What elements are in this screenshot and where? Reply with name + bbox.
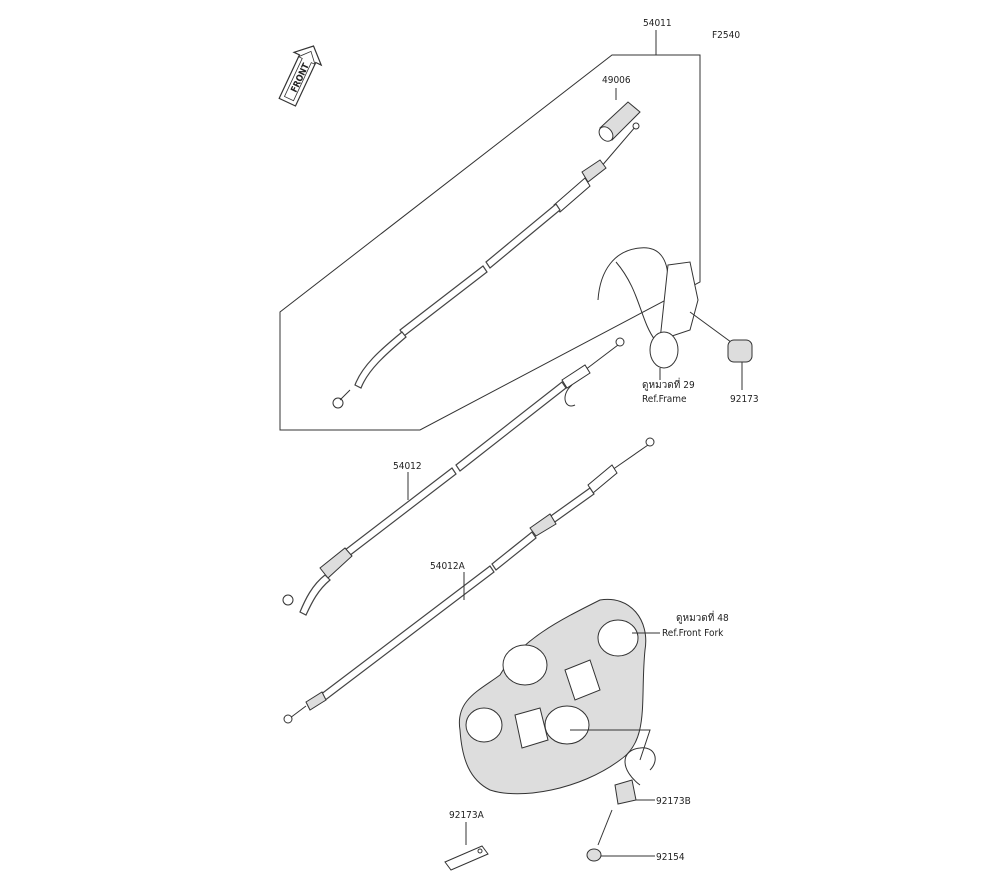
ref-fork-thai: ดูหมวดที่ 48 [676, 610, 729, 624]
part-label-92173A: 92173A [449, 810, 485, 821]
part-label-54012: 54012 [393, 461, 422, 472]
cable-54012A [283, 437, 655, 724]
cable-54012 [282, 337, 625, 616]
sleeve-part [598, 101, 641, 142]
clamp-part-92173A [444, 845, 489, 871]
ref-frame-thai: ดูหมวดที่ 29 [642, 377, 695, 391]
part-label-49006: 49006 [602, 75, 631, 86]
triple-clamp [458, 598, 647, 795]
part-label-92173: 92173 [730, 394, 759, 405]
part-label-54012A: 54012A [430, 561, 466, 572]
clamp-part-92173 [727, 339, 753, 363]
part-label-92173B: 92173B [656, 796, 691, 807]
ref-frame: Ref.Frame [642, 394, 687, 405]
front-arrow-icon: FRONT [278, 45, 323, 107]
ref-fork: Ref.Front Fork [662, 628, 724, 639]
figure-code: F2540 [712, 30, 740, 41]
cable-54011 [332, 122, 640, 409]
assembly-box [279, 54, 701, 431]
part-label-54011: 54011 [643, 18, 672, 29]
screw-part-92154 [586, 848, 602, 862]
part-label-92154: 92154 [656, 852, 685, 863]
frame-bracket [597, 247, 736, 369]
